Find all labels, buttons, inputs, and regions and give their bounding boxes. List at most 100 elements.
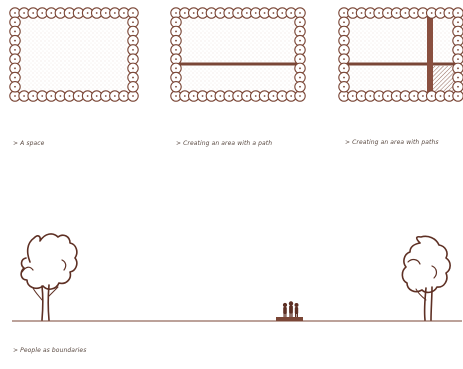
bush-center-dot — [360, 12, 363, 14]
bush-center-dot — [175, 58, 177, 61]
bush-center-dot — [175, 95, 177, 97]
bush-center-dot — [14, 21, 16, 24]
bush-center-dot — [50, 12, 53, 14]
person-figure — [288, 301, 294, 317]
bush-center-dot — [448, 95, 451, 97]
bush-center-dot — [132, 95, 134, 97]
bush-center-dot — [263, 12, 266, 14]
bush-center-dot — [457, 48, 459, 51]
bush-center-dot — [343, 12, 345, 14]
bush-center-dot — [245, 12, 248, 14]
bush-center-dot — [281, 95, 284, 97]
caption-a-space: > A space — [13, 140, 45, 147]
bush-center-dot — [457, 76, 459, 79]
bush-center-dot — [237, 95, 239, 97]
bush-center-dot — [457, 67, 459, 70]
bush-center-dot — [360, 95, 363, 97]
bush-center-dot — [351, 95, 354, 97]
bush-center-dot — [14, 95, 16, 97]
bush-center-dot — [439, 12, 442, 14]
bush-center-dot — [343, 30, 345, 33]
bush-center-dot — [192, 12, 195, 14]
bush-center-dot — [343, 21, 345, 24]
bush-center-dot — [395, 95, 398, 97]
bush-center-dot — [104, 95, 107, 97]
bush-center-dot — [299, 95, 301, 97]
bush-center-dot — [299, 76, 301, 79]
bush-center-dot — [299, 39, 301, 42]
bush-center-dot — [378, 95, 380, 97]
bush-center-dot — [175, 39, 177, 42]
bush-center-dot — [95, 95, 98, 97]
people-platform — [276, 317, 303, 321]
person-figure — [294, 303, 299, 317]
bush-center-dot — [457, 58, 459, 61]
bush-center-dot — [175, 85, 177, 88]
bush-center-dot — [14, 48, 16, 51]
bush-center-dot — [343, 67, 345, 70]
bush-center-dot — [457, 85, 459, 88]
bush-center-dot — [272, 12, 275, 14]
vertical-path — [427, 13, 433, 96]
bush-center-dot — [86, 12, 89, 14]
bush-center-dot — [113, 95, 116, 97]
bush-center-dot — [413, 12, 416, 14]
bush-center-dot — [14, 58, 16, 61]
bush-center-dot — [386, 95, 389, 97]
bush-center-dot — [343, 58, 345, 61]
bush-center-dot — [14, 76, 16, 79]
bush-center-dot — [132, 58, 134, 61]
bush-center-dot — [439, 95, 442, 97]
bush-center-dot — [369, 95, 372, 97]
bush-center-dot — [77, 95, 80, 97]
tree-left — [20, 233, 78, 321]
bush-center-dot — [132, 30, 134, 33]
bush-center-dot — [68, 12, 71, 14]
bush-center-dot — [123, 12, 125, 14]
bush-center-dot — [77, 12, 80, 14]
bush-center-dot — [23, 12, 25, 14]
bush-center-dot — [183, 12, 186, 14]
bush-center-dot — [132, 39, 134, 42]
bush-center-dot — [378, 12, 380, 14]
bush-center-dot — [132, 21, 134, 24]
tree-right — [401, 235, 451, 321]
panel-a-space — [9, 7, 139, 102]
bush-center-dot — [254, 95, 257, 97]
bush-center-dot — [132, 48, 134, 51]
bush-center-dot — [343, 48, 345, 51]
bush-center-dot — [175, 21, 177, 24]
bush-center-dot — [422, 95, 424, 97]
bush-center-dot — [175, 67, 177, 70]
bush-border — [9, 7, 139, 102]
bush-center-dot — [299, 12, 301, 14]
bush-center-dot — [457, 21, 459, 24]
bush-center-dot — [343, 95, 345, 97]
bush-center-dot — [132, 12, 134, 14]
bush-center-dot — [183, 95, 186, 97]
bush-center-dot — [299, 58, 301, 61]
bush-center-dot — [41, 95, 44, 97]
bush-center-dot — [175, 30, 177, 33]
bush-center-dot — [299, 21, 301, 24]
bush-center-dot — [132, 85, 134, 88]
bush-center-dot — [23, 95, 25, 97]
bush-center-dot — [201, 12, 204, 14]
bush-center-dot — [14, 39, 16, 42]
open-space-area — [176, 13, 300, 96]
bush-center-dot — [210, 12, 213, 14]
bush-center-dot — [448, 12, 451, 14]
bush-center-dot — [14, 12, 16, 14]
bush-center-dot — [219, 95, 222, 97]
bush-center-dot — [351, 12, 354, 14]
open-space-area — [15, 13, 133, 96]
people-group — [276, 301, 303, 321]
bush-center-dot — [343, 39, 345, 42]
bush-center-dot — [132, 67, 134, 70]
bush-center-dot — [95, 12, 98, 14]
bush-center-dot — [228, 12, 231, 14]
bush-center-dot — [32, 95, 35, 97]
bush-center-dot — [299, 67, 301, 70]
bush-center-dot — [14, 85, 16, 88]
